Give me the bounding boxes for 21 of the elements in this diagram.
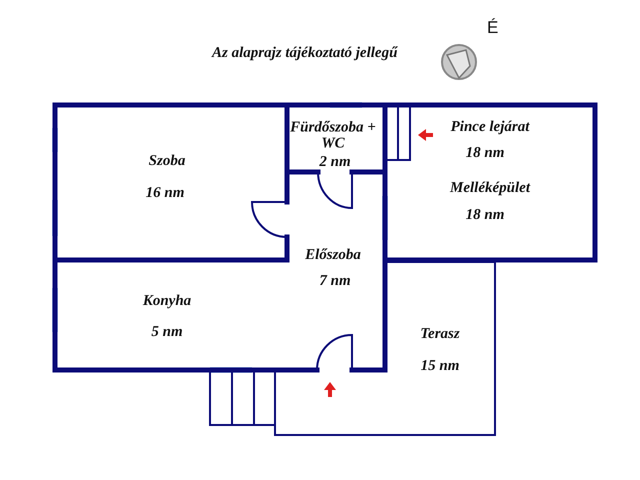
room-name: Fürdőszoba + WC <box>289 120 377 152</box>
area-label: 18 nm <box>466 208 504 224</box>
room <box>287 105 385 172</box>
area-label: 15 nm <box>420 359 460 375</box>
area-label: 16 nm <box>146 186 184 202</box>
room-name: Terasz <box>420 327 460 343</box>
room <box>275 260 495 435</box>
room <box>385 105 595 260</box>
area-label: 5 nm <box>151 325 183 341</box>
area-label: 18 nm <box>466 146 504 162</box>
title: Az alaprajz tájékoztató jellegű <box>212 45 398 62</box>
room-name: Konyha <box>142 294 192 310</box>
area-label: 7 nm <box>319 274 351 290</box>
area-label: 2 nm <box>319 155 351 171</box>
north-label: É <box>487 18 498 38</box>
room-name: Szoba <box>148 154 186 170</box>
room <box>55 260 287 370</box>
room-name: Melléképület <box>450 181 530 197</box>
room <box>55 105 287 260</box>
room-name: Előszoba <box>305 248 361 264</box>
room-name: Pince lejárat <box>450 120 530 136</box>
